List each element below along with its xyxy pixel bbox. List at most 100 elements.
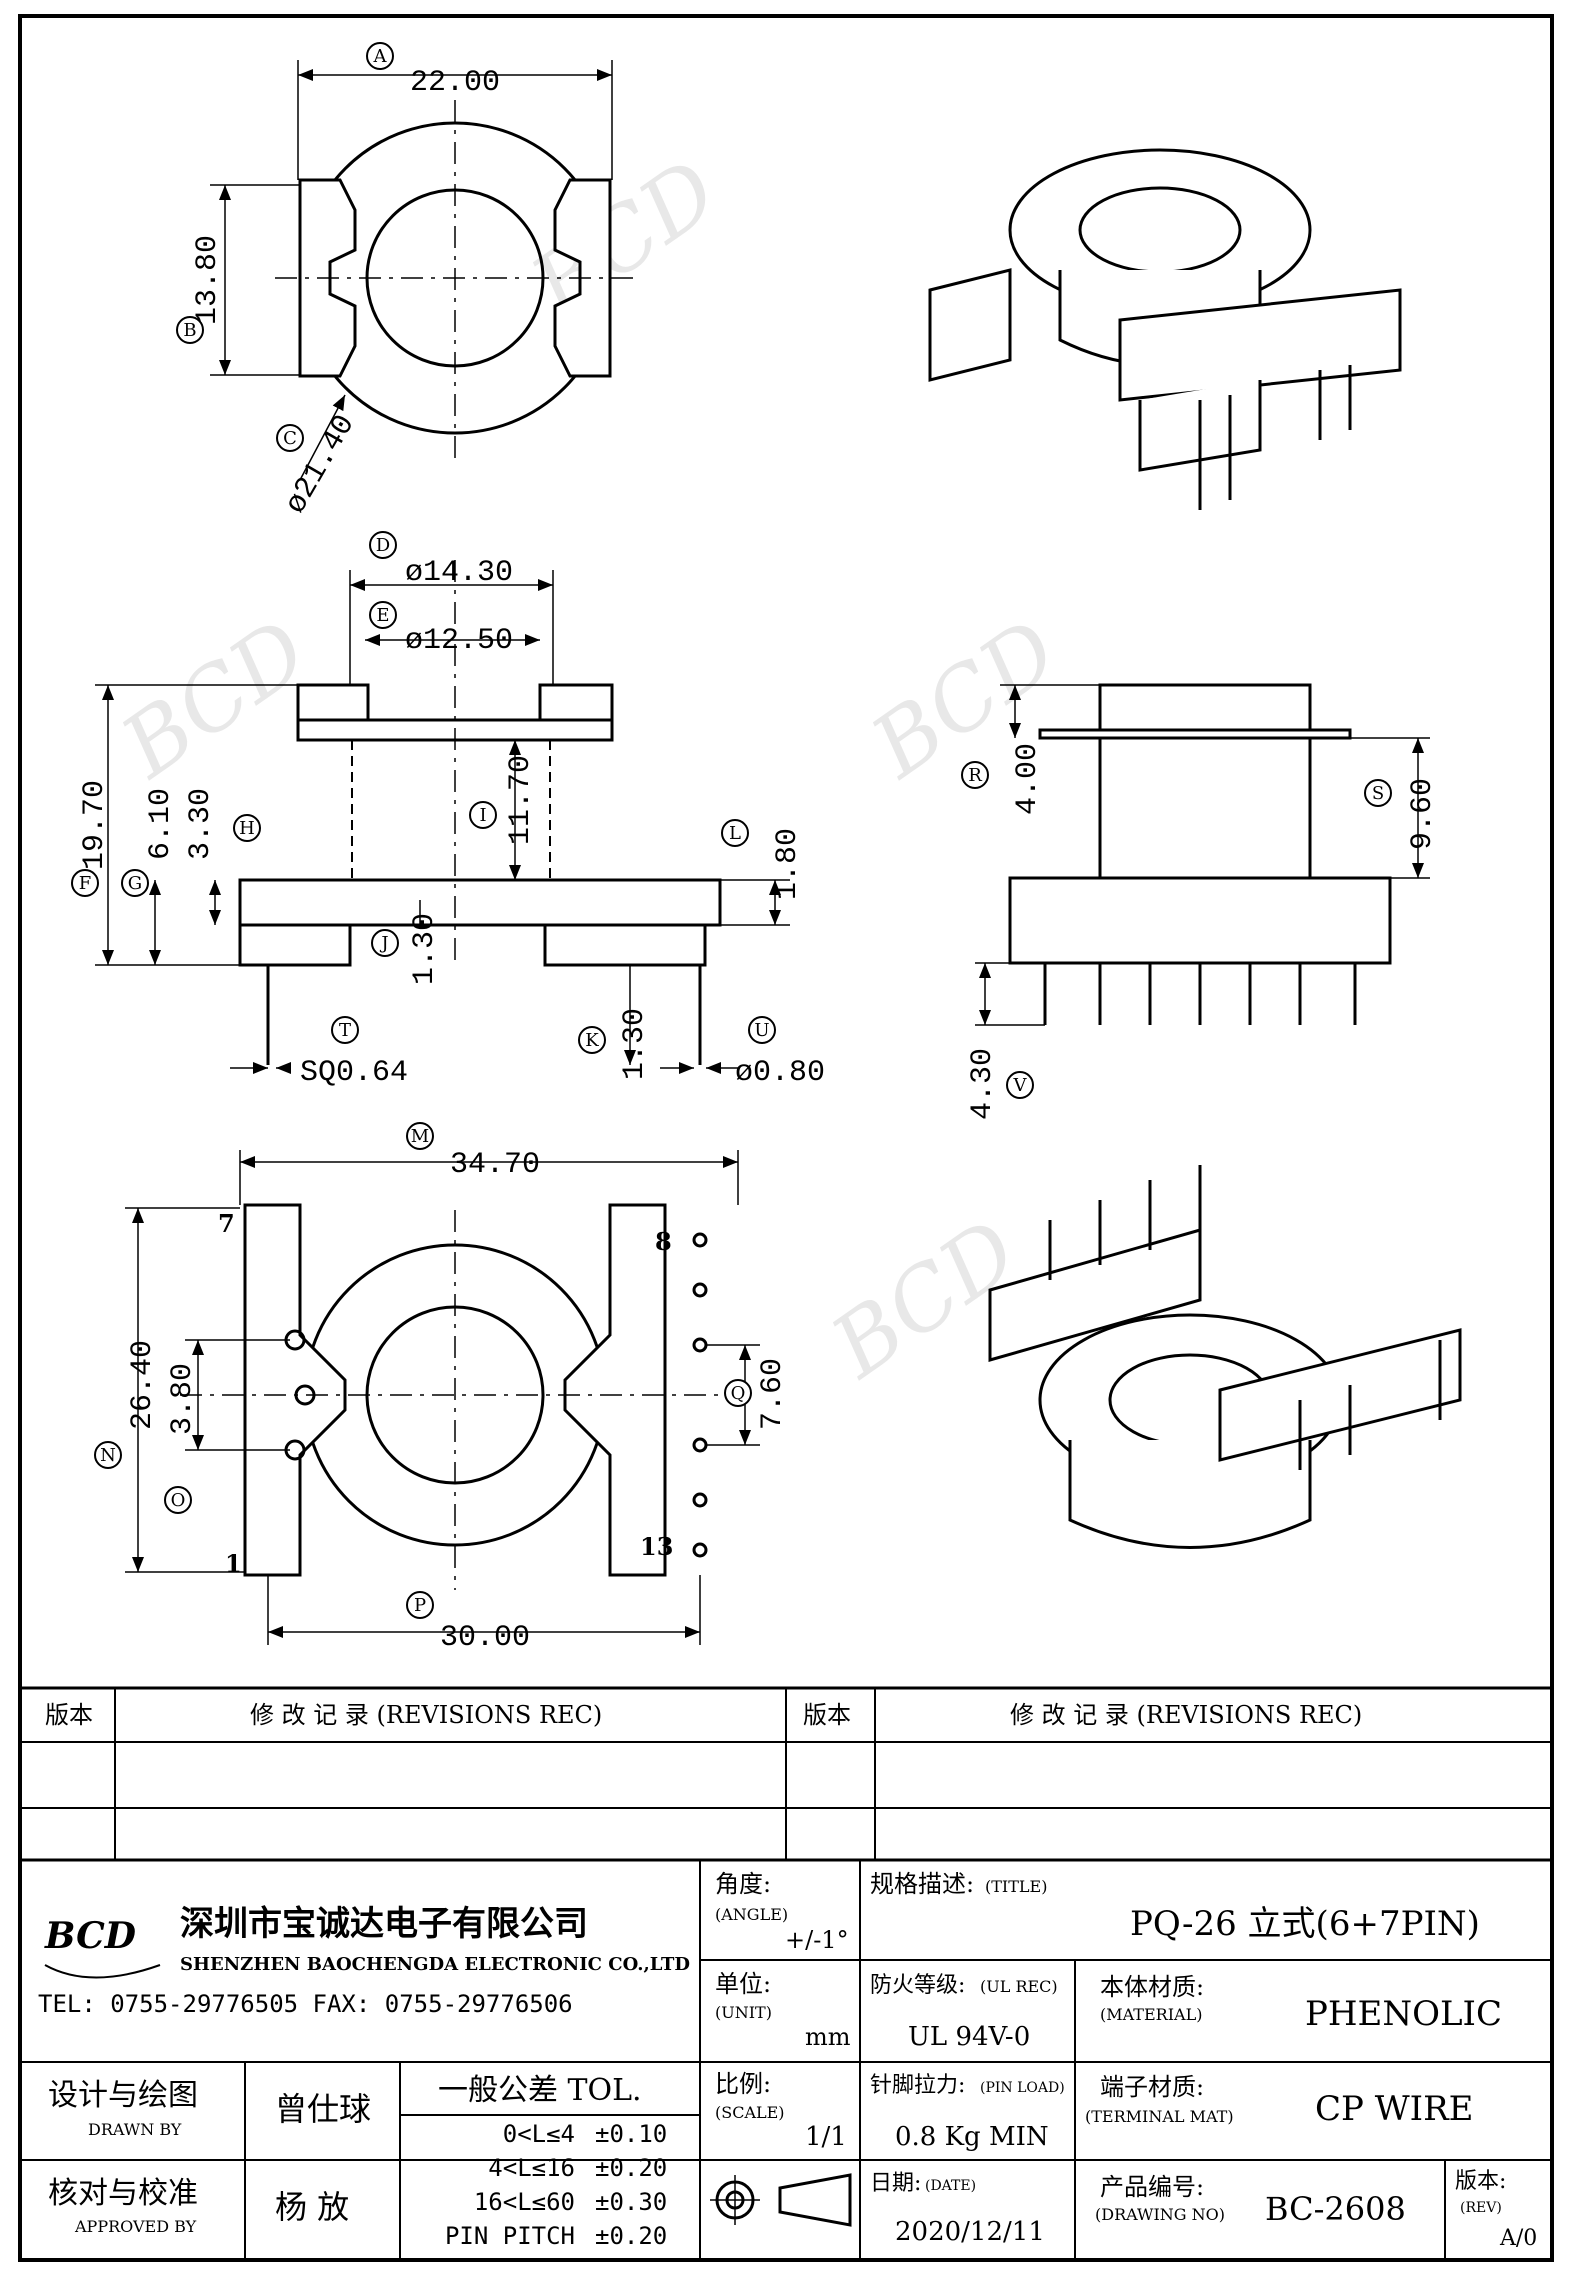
bubble-circle	[121, 869, 149, 897]
bubble-letter: R	[968, 765, 982, 786]
bubble-circle	[233, 814, 261, 842]
title-block	[18, 1686, 1554, 2260]
dim-v-value: 4.30	[966, 1048, 1000, 1120]
unit-label-en: (UNIT)	[715, 2003, 772, 2022]
dim-d-value: ø14.30	[405, 556, 513, 590]
dim-f-value: 19.70	[78, 780, 112, 870]
rev-header-right: 版本	[803, 1701, 851, 1729]
material-label: 本体材质:	[1100, 1973, 1204, 2001]
drawing-no-label-en: (DRAWING NO)	[1095, 2205, 1225, 2224]
drawing-no-value: BC-2608	[1265, 2190, 1406, 2228]
bubble-circle	[71, 869, 99, 897]
pin-label-8: 8	[655, 1227, 672, 1256]
dim-m-value: 34.70	[450, 1148, 540, 1182]
terminal-label-en: (TERMINAL MAT)	[1085, 2107, 1234, 2126]
ul-label-en: (UL REC)	[980, 1977, 1058, 1996]
bubble-circle	[331, 1016, 359, 1044]
bubble-circle	[369, 601, 397, 629]
dim-j-value: 1.30	[408, 913, 442, 985]
bubble-letter: J	[379, 933, 388, 954]
drawn-label: 设计与绘图	[48, 2078, 198, 2113]
bubble-circle	[721, 819, 749, 847]
bubble-letter: U	[754, 1020, 769, 1041]
unit-label: 单位:	[715, 1970, 771, 1998]
bubble-letter: G	[128, 873, 142, 894]
bubble-letter: E	[376, 605, 389, 626]
bubble-letter: K	[585, 1030, 599, 1051]
tolerance-range: 4<L≤16	[488, 2154, 575, 2182]
pin-label-7: 7	[218, 1209, 235, 1238]
tolerance-value: ±0.10	[595, 2120, 667, 2148]
bubble-circle	[961, 761, 989, 789]
bubble-letter: P	[414, 1595, 426, 1616]
dim-r-value: 4.00	[1011, 743, 1045, 815]
pinload-value: 0.8 Kg MIN	[895, 2122, 1049, 2152]
scale-label-en: (SCALE)	[715, 2103, 785, 2122]
tolerance-value: ±0.30	[595, 2188, 667, 2216]
bubble-circle	[406, 1122, 434, 1150]
dim-l-value: 1.80	[771, 828, 805, 900]
bubble-letter: L	[729, 823, 741, 844]
company-name-en: SHENZHEN BAOCHENGDA ELECTRONIC CO.,LTD	[180, 1954, 690, 1975]
tolerance-range: 16<L≤60	[474, 2188, 575, 2216]
bubble-letter: C	[283, 428, 297, 449]
angle-value: +/-1°	[785, 1926, 849, 1954]
bubble-circle	[371, 929, 399, 957]
angle-label: 角度:	[715, 1870, 771, 1898]
material-label-en: (MATERIAL)	[1100, 2005, 1202, 2024]
tolerance-value: ±0.20	[595, 2222, 667, 2250]
dim-t-value: SQ0.64	[300, 1056, 408, 1090]
bubble-circle	[164, 1486, 192, 1514]
title-value: PQ-26 立式(6+7PIN)	[1130, 1904, 1480, 1944]
drawn-value: 曾仕球	[275, 2090, 371, 2128]
date-label-en: (DATE)	[925, 2178, 976, 2194]
angle-label-en: (ANGLE)	[715, 1905, 788, 1924]
date-value: 2020/12/11	[895, 2217, 1045, 2247]
rev-label: 版本:	[1455, 2169, 1506, 2194]
company-contact: TEL: 0755-29776505 FAX: 0755-29776506	[38, 1990, 573, 2018]
pinload-label-en: (PIN LOAD)	[980, 2080, 1065, 2096]
bubble-circle	[1006, 1071, 1034, 1099]
company-logo: BCD	[44, 1915, 136, 1957]
dim-p-value: 30.00	[440, 1621, 530, 1655]
unit-value: mm	[805, 2023, 851, 2051]
bubble-letter: O	[171, 1490, 186, 1511]
dim-e-value: ø12.50	[405, 624, 513, 658]
bubble-circle	[724, 1379, 752, 1407]
bottom-view	[125, 1150, 760, 1645]
tolerance-range: PIN PITCH	[445, 2222, 575, 2250]
front-view	[95, 560, 790, 1074]
bubble-circle	[276, 424, 304, 452]
bubble-circle	[366, 42, 394, 70]
iso-view-top	[928, 148, 1402, 510]
title-label-en: (TITLE)	[985, 1877, 1047, 1896]
date-label: 日期:	[870, 2171, 921, 2196]
approved-label-en: APPROVED BY	[74, 2217, 197, 2236]
dim-a-value: 22.00	[410, 66, 500, 100]
dim-u-value: ø0.80	[735, 1056, 825, 1090]
bubble-circle	[369, 531, 397, 559]
dim-s-value: 9.60	[1406, 778, 1440, 850]
dim-b-value: 13.80	[191, 235, 225, 325]
tolerance-value: ±0.20	[595, 2154, 667, 2182]
bubble-letter: V	[1013, 1075, 1028, 1096]
scale-label: 比例:	[715, 2070, 771, 2098]
watermark-text: BCD	[103, 601, 325, 799]
tolerance-title: 一般公差 TOL.	[438, 2073, 642, 2108]
dim-i-value: 11.70	[504, 755, 538, 845]
bubble-letter: D	[376, 535, 390, 556]
bubble-letter: I	[479, 805, 486, 826]
pinload-label: 针脚拉力:	[870, 2073, 965, 2098]
bubble-circle	[1364, 779, 1392, 807]
approved-label: 核对与校准	[48, 2176, 198, 2211]
drawn-label-en: DRAWN BY	[88, 2120, 182, 2139]
bubble-letter: H	[239, 818, 255, 839]
top-view	[210, 60, 640, 481]
bubble-letter: B	[183, 320, 196, 341]
side-view	[975, 683, 1430, 1026]
rev-label-en: (REV)	[1460, 2200, 1502, 2216]
bubble-circle	[406, 1591, 434, 1619]
